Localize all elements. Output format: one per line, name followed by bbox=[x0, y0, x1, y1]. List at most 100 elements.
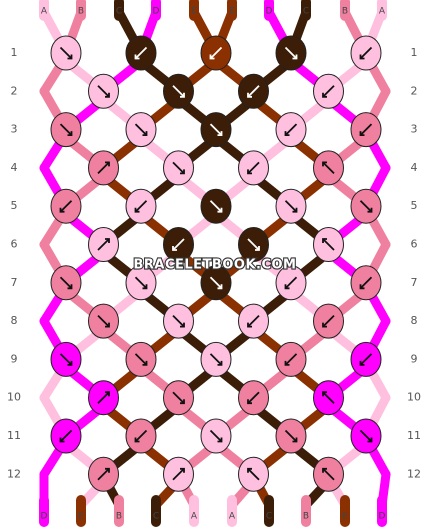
knot-arrow-se-icon bbox=[284, 46, 298, 60]
top-string-letter: E bbox=[229, 7, 235, 17]
knot-arrowhead bbox=[134, 437, 140, 443]
knot-arrow-sw-icon bbox=[134, 46, 148, 60]
thread-segment bbox=[39, 444, 65, 479]
knot bbox=[50, 341, 82, 377]
knot-arrowhead bbox=[367, 207, 373, 213]
bottom-string-letter: D bbox=[41, 512, 48, 522]
knot bbox=[163, 73, 194, 109]
knot bbox=[313, 73, 344, 109]
knot bbox=[88, 73, 119, 109]
knot-arrowhead bbox=[105, 161, 110, 167]
knot-arrowhead bbox=[247, 92, 252, 98]
row-number-right: 2 bbox=[411, 84, 418, 97]
knot-arrowhead bbox=[105, 391, 110, 397]
knots-layer bbox=[50, 35, 382, 492]
knot bbox=[313, 303, 344, 339]
knot-arrowhead bbox=[59, 207, 65, 213]
knot-arrow-nw-icon bbox=[322, 391, 335, 404]
row-number-left: 9 bbox=[11, 352, 18, 365]
knot-arrow-se-icon bbox=[172, 391, 185, 404]
thread-segment bbox=[39, 367, 65, 403]
knot-arrow-nw-icon bbox=[322, 238, 335, 251]
knot-arrowhead bbox=[367, 437, 373, 443]
knot-arrowhead bbox=[180, 322, 185, 328]
knot-arrowhead bbox=[359, 360, 365, 366]
knot-arrowhead bbox=[359, 54, 365, 60]
knot-arrow-se-icon bbox=[97, 85, 110, 98]
row-number-right: 4 bbox=[411, 161, 418, 174]
knot-arrow-sw-icon bbox=[172, 238, 185, 251]
knot-arrow-sw-icon bbox=[359, 353, 373, 366]
bottom-string-letter: E bbox=[78, 512, 84, 522]
knot bbox=[200, 112, 232, 148]
thread-segment bbox=[367, 214, 391, 249]
knot bbox=[200, 341, 232, 377]
knot bbox=[88, 380, 119, 416]
knot-arrow-se-icon bbox=[59, 123, 73, 136]
knot-arrow-ne-icon bbox=[97, 238, 110, 251]
knot-arrow-sw-icon bbox=[59, 429, 73, 443]
knot-arrowhead bbox=[134, 54, 140, 60]
bottom-string-letter: C bbox=[153, 512, 159, 522]
knot bbox=[275, 188, 307, 224]
knot-arrow-nw-icon bbox=[322, 161, 335, 175]
bottom-string-letter: B bbox=[116, 512, 122, 522]
knot bbox=[238, 73, 269, 109]
row-number-left: 10 bbox=[7, 391, 21, 404]
knot-arrowhead bbox=[217, 131, 223, 137]
knot-arrowhead bbox=[105, 238, 110, 243]
knot-arrow-sw-icon bbox=[209, 46, 223, 60]
knot-arrow-se-icon bbox=[359, 429, 373, 443]
row-number-right: 9 bbox=[411, 352, 418, 365]
knot-arrowhead bbox=[180, 169, 185, 175]
knot-arrowhead bbox=[284, 284, 290, 290]
knot-arrow-nw-icon bbox=[322, 468, 335, 481]
knot bbox=[50, 112, 82, 148]
knot-arrow-ne-icon bbox=[172, 468, 185, 481]
knot-arrow-sw-icon bbox=[322, 85, 335, 98]
knot-arrowhead bbox=[142, 131, 148, 137]
row-number-left: 7 bbox=[11, 276, 18, 289]
knot bbox=[88, 303, 119, 339]
knot bbox=[125, 418, 157, 454]
knot-arrow-sw-icon bbox=[322, 314, 335, 328]
knot bbox=[163, 227, 194, 262]
knot-arrowhead bbox=[322, 92, 327, 98]
top-string-letter: D bbox=[266, 7, 273, 17]
knot bbox=[125, 188, 157, 224]
knot-arrowhead bbox=[247, 467, 252, 473]
top-string-letter: C bbox=[116, 7, 122, 17]
thread-segment bbox=[39, 291, 65, 326]
knot-arrow-se-icon bbox=[59, 353, 73, 366]
knot-arrowhead bbox=[142, 360, 148, 366]
knot-arrow-se-icon bbox=[284, 429, 298, 443]
knot-arrowhead bbox=[322, 467, 327, 473]
bottom-string-letter: C bbox=[266, 512, 272, 522]
row-number-right: 5 bbox=[411, 199, 418, 212]
knot-arrowhead bbox=[67, 54, 73, 60]
knot-arrowhead bbox=[292, 207, 298, 213]
knot-arrowhead bbox=[142, 284, 148, 290]
knot-arrowhead bbox=[322, 238, 327, 243]
knot-arrowhead bbox=[284, 360, 290, 366]
knot-arrow-se-icon bbox=[134, 353, 148, 366]
knot-arrowhead bbox=[217, 360, 223, 366]
knot-arrowhead bbox=[359, 131, 365, 137]
top-string-letter: D bbox=[153, 7, 160, 17]
knot-arrow-sw-icon bbox=[247, 314, 260, 328]
knot bbox=[125, 112, 157, 148]
knot-arrowhead bbox=[247, 399, 252, 405]
bottom-string-letter: D bbox=[379, 512, 386, 522]
knot-arrow-sw-icon bbox=[134, 200, 148, 213]
knot-arrowhead bbox=[247, 169, 252, 175]
knot bbox=[163, 303, 194, 339]
knot-arrowhead bbox=[322, 391, 327, 397]
knot-arrowhead bbox=[292, 437, 298, 443]
knot-arrow-se-icon bbox=[209, 276, 223, 289]
watermark-text: BRACELETBOOK.COM bbox=[134, 258, 297, 273]
bottom-string-letter: A bbox=[229, 512, 236, 522]
knot-arrow-sw-icon bbox=[247, 161, 260, 175]
thread-segment bbox=[39, 138, 65, 173]
knot bbox=[238, 150, 269, 186]
knot-arrow-se-icon bbox=[59, 276, 73, 289]
